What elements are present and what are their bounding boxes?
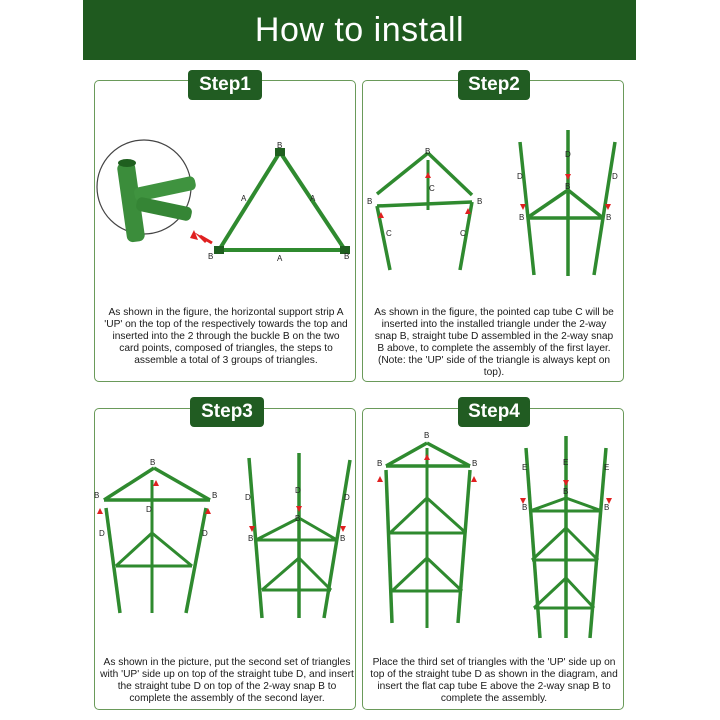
svg-text:A: A (310, 194, 316, 203)
svg-text:B: B (94, 491, 99, 500)
red-arrow-icon (605, 204, 611, 210)
svg-text:B: B (340, 534, 345, 543)
svg-text:B: B (150, 458, 155, 467)
step3-badge: Step3 (190, 397, 264, 427)
svg-text:D: D (146, 505, 152, 514)
red-arrow-icon (471, 476, 477, 482)
svg-text:A: A (241, 194, 247, 203)
red-arrow-icon (340, 526, 346, 532)
svg-text:B: B (212, 491, 217, 500)
step3-illustration: B B B D D D D D D B B B (94, 453, 352, 619)
svg-text:B: B (604, 503, 609, 512)
step1-illustration: B A A A B B (96, 139, 350, 263)
svg-text:E: E (604, 463, 609, 472)
svg-text:A: A (277, 254, 283, 263)
step2-illustration: B C B B C C D D D B B B (367, 130, 618, 276)
svg-text:D: D (202, 529, 208, 538)
step4-description: Place the third set of triangles with th… (370, 657, 618, 704)
red-arrow-icon (425, 172, 431, 178)
svg-text:D: D (612, 172, 618, 181)
svg-text:D: D (245, 493, 251, 502)
svg-text:C: C (429, 184, 435, 193)
svg-text:D: D (517, 172, 523, 181)
svg-text:C: C (460, 229, 466, 238)
svg-text:B: B (208, 252, 213, 261)
svg-text:B: B (377, 459, 382, 468)
svg-text:B: B (522, 503, 527, 512)
red-arrow-icon (377, 476, 383, 482)
red-arrow-icon (97, 508, 103, 514)
red-arrow-icon (520, 204, 526, 210)
red-arrow-icon (249, 526, 255, 532)
red-arrow-icon (205, 508, 211, 514)
step4-badge: Step4 (458, 397, 530, 427)
svg-text:D: D (295, 486, 301, 495)
step4-illustration: B B B E E E B B B (377, 431, 612, 639)
svg-text:C: C (386, 229, 392, 238)
step1-badge: Step1 (188, 70, 262, 100)
red-arrow-icon (296, 506, 302, 512)
svg-text:E: E (522, 463, 527, 472)
svg-text:B: B (424, 431, 429, 440)
svg-text:B: B (248, 534, 253, 543)
red-arrow-icon (563, 480, 569, 486)
red-arrow-icon (565, 174, 571, 180)
page-header: How to install (83, 0, 636, 60)
red-arrow-icon (378, 212, 384, 218)
step2-description: As shown in the figure, the pointed cap … (374, 307, 614, 378)
svg-text:B: B (477, 197, 482, 206)
red-arrow-icon (424, 454, 430, 460)
svg-text:B: B (606, 213, 611, 222)
svg-text:D: D (565, 150, 571, 159)
svg-text:B: B (295, 514, 300, 523)
svg-text:E: E (563, 458, 568, 467)
svg-text:D: D (99, 529, 105, 538)
svg-text:B: B (277, 141, 282, 150)
svg-text:B: B (563, 487, 568, 496)
svg-text:B: B (565, 182, 570, 191)
svg-text:D: D (344, 493, 350, 502)
step3-description: As shown in the picture, put the second … (100, 657, 354, 704)
red-arrow-icon (520, 498, 526, 504)
page-title: How to install (254, 10, 465, 49)
step2-badge: Step2 (458, 70, 530, 100)
svg-text:B: B (344, 252, 349, 261)
svg-text:B: B (519, 213, 524, 222)
svg-text:B: B (425, 147, 430, 156)
red-arrow-icon (606, 498, 612, 504)
svg-text:B: B (367, 197, 372, 206)
step1-description: As shown in the figure, the horizontal s… (104, 307, 348, 366)
red-arrow-icon (153, 480, 159, 486)
svg-text:B: B (472, 459, 477, 468)
red-arrow-icon (465, 208, 471, 214)
